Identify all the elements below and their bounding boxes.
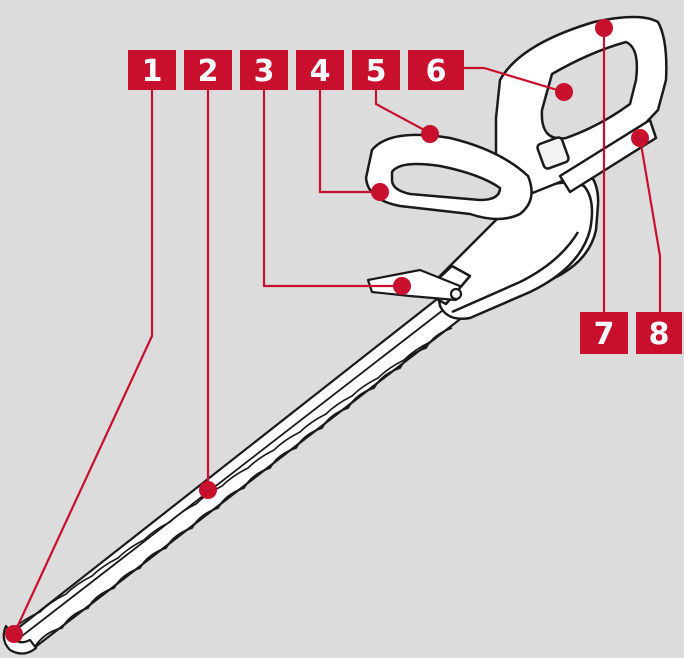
callout-badge-5: 5 [352, 50, 400, 90]
callout-label-3: 3 [254, 54, 275, 89]
callout-dots [5, 19, 649, 643]
callout-label-1: 1 [142, 54, 163, 89]
callout-dot-8 [631, 129, 649, 147]
callout-badge-8: 8 [636, 312, 682, 354]
callout-dot-6 [555, 83, 573, 101]
front-handle-opening [390, 162, 502, 202]
callout-badge-4: 4 [296, 50, 344, 90]
blade-lever [366, 268, 463, 302]
trigger-grip-texture [536, 136, 570, 170]
leader-line-5 [374, 88, 429, 133]
body-skirt [451, 231, 580, 314]
callout-badge-6: 6 [408, 50, 464, 90]
callout-label-6: 6 [426, 54, 447, 89]
blade-lever-pivot [449, 287, 463, 301]
blade-body [6, 290, 474, 651]
leader-line-8 [638, 137, 662, 312]
blade-teeth-upper [13, 341, 431, 629]
leader-line-4 [318, 88, 380, 194]
blade-spine [21, 299, 457, 637]
callout-label-2: 2 [198, 54, 219, 89]
callout-dot-4 [371, 183, 389, 201]
callout-badge-1: 1 [128, 50, 176, 90]
leader-line-6 [464, 66, 565, 94]
callout-label-4: 4 [310, 54, 331, 89]
callout-badge-3: 3 [240, 50, 288, 90]
callout-dot-2 [199, 481, 217, 499]
front-handle [364, 133, 533, 221]
callout-badges: 1 2 3 4 5 6 7 [128, 50, 682, 354]
leader-line-3 [262, 88, 402, 288]
callout-label-7: 7 [594, 317, 615, 352]
callout-label-5: 5 [366, 54, 387, 89]
callout-dot-7 [595, 19, 613, 37]
callout-badge-7: 7 [580, 312, 628, 354]
blade [2, 290, 474, 655]
callout-dot-3 [393, 277, 411, 295]
callout-dot-1 [5, 625, 23, 643]
callout-label-8: 8 [649, 317, 670, 352]
blade-teeth-lower [33, 327, 453, 649]
callout-badge-2: 2 [184, 50, 232, 90]
leader-line-1 [13, 88, 154, 635]
callout-dot-5 [421, 125, 439, 143]
leader-lines [13, 32, 662, 635]
